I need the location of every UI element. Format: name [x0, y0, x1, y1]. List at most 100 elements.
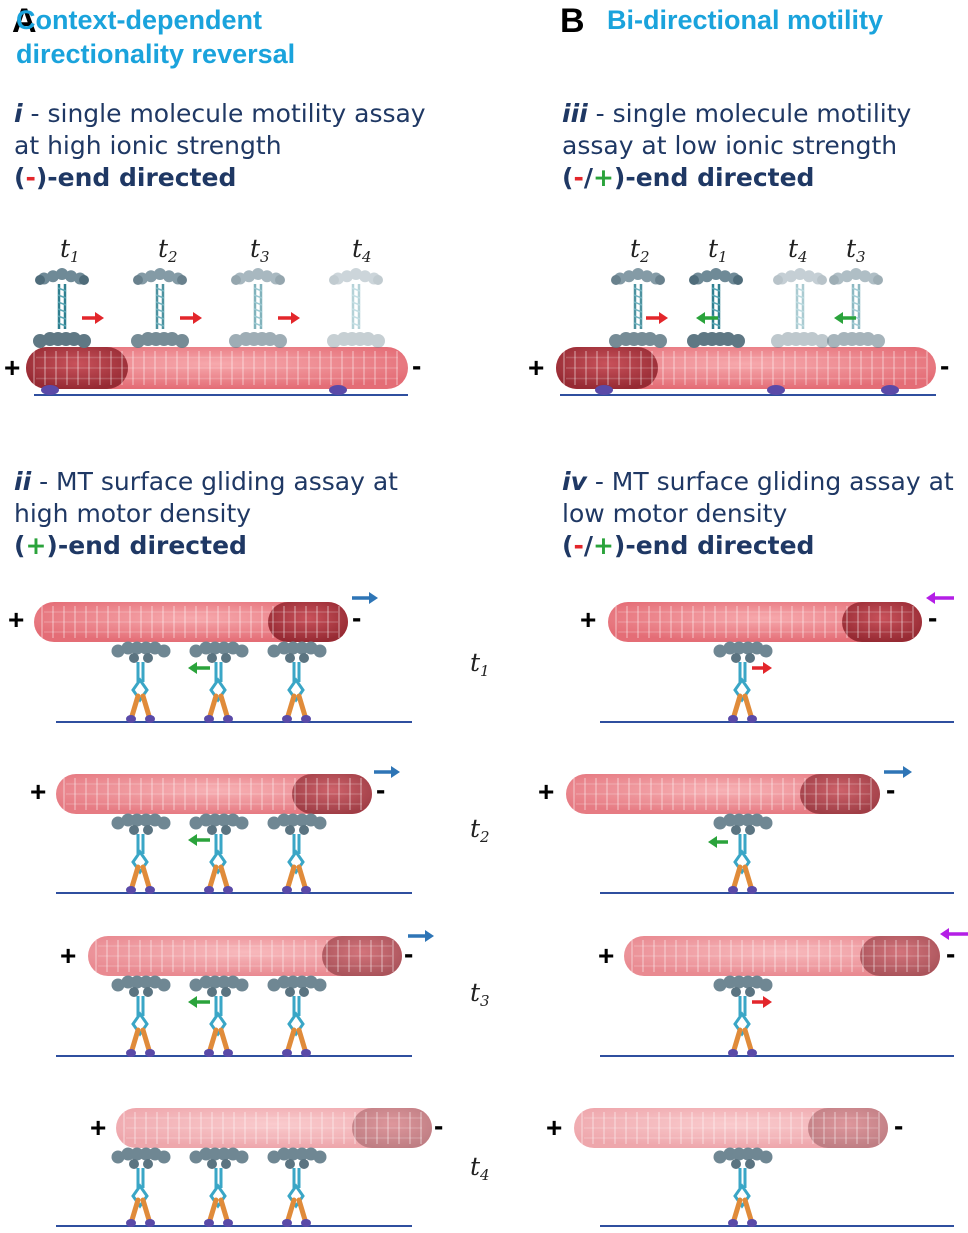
time-label-a-t1: t1 [60, 234, 80, 266]
dir-open: ( [14, 531, 26, 560]
glide-b-minus-t2: - [886, 774, 896, 805]
section-iii-line1: iii - single molecule motility [562, 98, 911, 130]
microtubule-body [608, 602, 922, 642]
microtubule-dark-end [808, 1108, 888, 1148]
section-iv-numeral: iv [562, 467, 587, 496]
dir-plus-sign: + [25, 531, 47, 560]
section-iv-direction: (-/+)-end directed [562, 530, 814, 562]
glide-motor-b-t3 [713, 975, 773, 1057]
dir-plus-sign: + [592, 531, 614, 560]
time-label-b-t2: t2 [630, 234, 650, 266]
microtubule-body [34, 602, 348, 642]
motor-iii-t2 [609, 268, 667, 348]
section-iii-line1-text: - single molecule motility [587, 99, 912, 128]
glide-motor-a-t1-3 [267, 641, 327, 723]
glide-time-t3: t3 [470, 978, 490, 1010]
motor-iii-t4 [771, 268, 829, 348]
anchor-iii-3 [881, 385, 899, 395]
dir-open: ( [562, 531, 574, 560]
glide-mt-a-t3 [88, 936, 402, 976]
section-i-direction: (-)-end directed [14, 162, 236, 194]
glide-mt-a-t4 [116, 1108, 432, 1148]
microtubule-dark-end [842, 602, 922, 642]
small-arrow-iv-t2 [708, 836, 728, 848]
motor-i-3 [229, 268, 287, 348]
glide-motor-a-t2-2 [189, 813, 249, 894]
dir-open: ( [14, 163, 26, 192]
section-iii-numeral: iii [562, 99, 588, 128]
glide-time-t4: t4 [470, 1152, 490, 1184]
glide-motor-a-t2-1 [111, 813, 171, 894]
dir-close: )-end directed [35, 163, 237, 192]
plus-end-label-a: + [4, 352, 21, 383]
glide-b-minus-t4: - [894, 1110, 904, 1141]
dir-close: )-end directed [46, 531, 247, 560]
glide-a-minus-t2: - [376, 774, 386, 805]
glide-motor-a-t4-2 [189, 1147, 249, 1227]
microtubule-body [624, 936, 940, 976]
dir-open: ( [562, 163, 574, 192]
microtubule-dark-end [800, 774, 880, 814]
dir-slash: / [583, 531, 593, 560]
glide-a-minus-t4: - [434, 1110, 444, 1141]
minus-arrow-i-1 [82, 312, 104, 324]
time-label-a-t3: t3 [250, 234, 270, 266]
glide-mt-b-t3 [624, 936, 940, 976]
small-arrow-iv-t1 [752, 662, 772, 674]
motor-i-1 [33, 268, 91, 348]
glide-time-t2: t2 [470, 814, 490, 846]
glide-motor-a-t4-3 [267, 1147, 327, 1227]
glide-b-plus-t1: + [580, 604, 597, 635]
dir-minus-sign: - [573, 531, 584, 560]
glide-a-plus-t2: + [30, 776, 47, 807]
glide-arrow-b-t2 [884, 766, 912, 778]
panel-a-title-line2: directionality reversal [16, 39, 296, 69]
time-label-b-t1: t1 [708, 234, 728, 266]
section-i-line2: at high ionic strength [14, 131, 282, 160]
dir-close: )-end directed [613, 163, 815, 192]
glide-motor-a-t1-1 [111, 641, 171, 723]
glide-a-plus-t1: + [8, 604, 25, 635]
glide-arrow-b-t1 [926, 592, 954, 604]
glide-motor-b-t2 [713, 813, 773, 894]
glide-mt-a-t2 [56, 774, 372, 814]
section-ii-numeral: ii [14, 467, 32, 496]
microtubule-dark-end [292, 774, 372, 814]
minus-arrow-i-3 [278, 312, 300, 324]
glide-b-plus-t2: + [538, 776, 555, 807]
microtubule-dark-end [860, 936, 940, 976]
section-iii-direction: (-/+)-end directed [562, 162, 814, 194]
plus-arrow-ii-t2 [188, 834, 210, 846]
glide-a-minus-t1: - [352, 602, 362, 633]
section-ii-line1: ii - MT surface gliding assay at [14, 466, 398, 498]
microtubule-dark-end [556, 347, 658, 389]
glide-mt-b-t2 [566, 774, 880, 814]
glide-arrow-a-t3 [408, 930, 434, 942]
glide-motor-a-t3-2 [189, 975, 249, 1057]
glide-motor-b-t1 [713, 641, 773, 723]
panel-b-title: Bi-directional motility [607, 5, 884, 35]
glide-motor-a-t3-1 [111, 975, 171, 1057]
glide-b-plus-t3: + [598, 940, 615, 971]
microtubule-body [116, 1108, 432, 1148]
anchor-i-2 [329, 385, 347, 395]
time-label-a-t4: t4 [352, 234, 372, 266]
motor-iii-t1 [687, 268, 745, 348]
microtubule-dark-end [352, 1108, 432, 1148]
glide-motor-a-t2-3 [267, 813, 327, 894]
section-iv-line1-text: - MT surface gliding assay at [586, 467, 954, 496]
section-ii-line2: high motor density [14, 499, 252, 528]
panel-a-title-line1: Context-dependent [16, 5, 262, 35]
plus-end-label-b: + [528, 352, 545, 383]
section-ii-direction: (+)-end directed [14, 530, 247, 562]
glide-b-plus-t4: + [546, 1112, 563, 1143]
anchor-iii-2 [767, 385, 785, 395]
glide-a-plus-t4: + [90, 1112, 107, 1143]
panel-a-letter: A [12, 2, 37, 40]
plus-arrow-iii-2 [834, 312, 856, 324]
plus-arrow-ii-t3 [188, 996, 210, 1008]
section-i-line1: i - single molecule motility assay [14, 98, 426, 130]
glide-motor-a-t4-1 [111, 1147, 171, 1227]
microtubule-i [26, 347, 408, 389]
